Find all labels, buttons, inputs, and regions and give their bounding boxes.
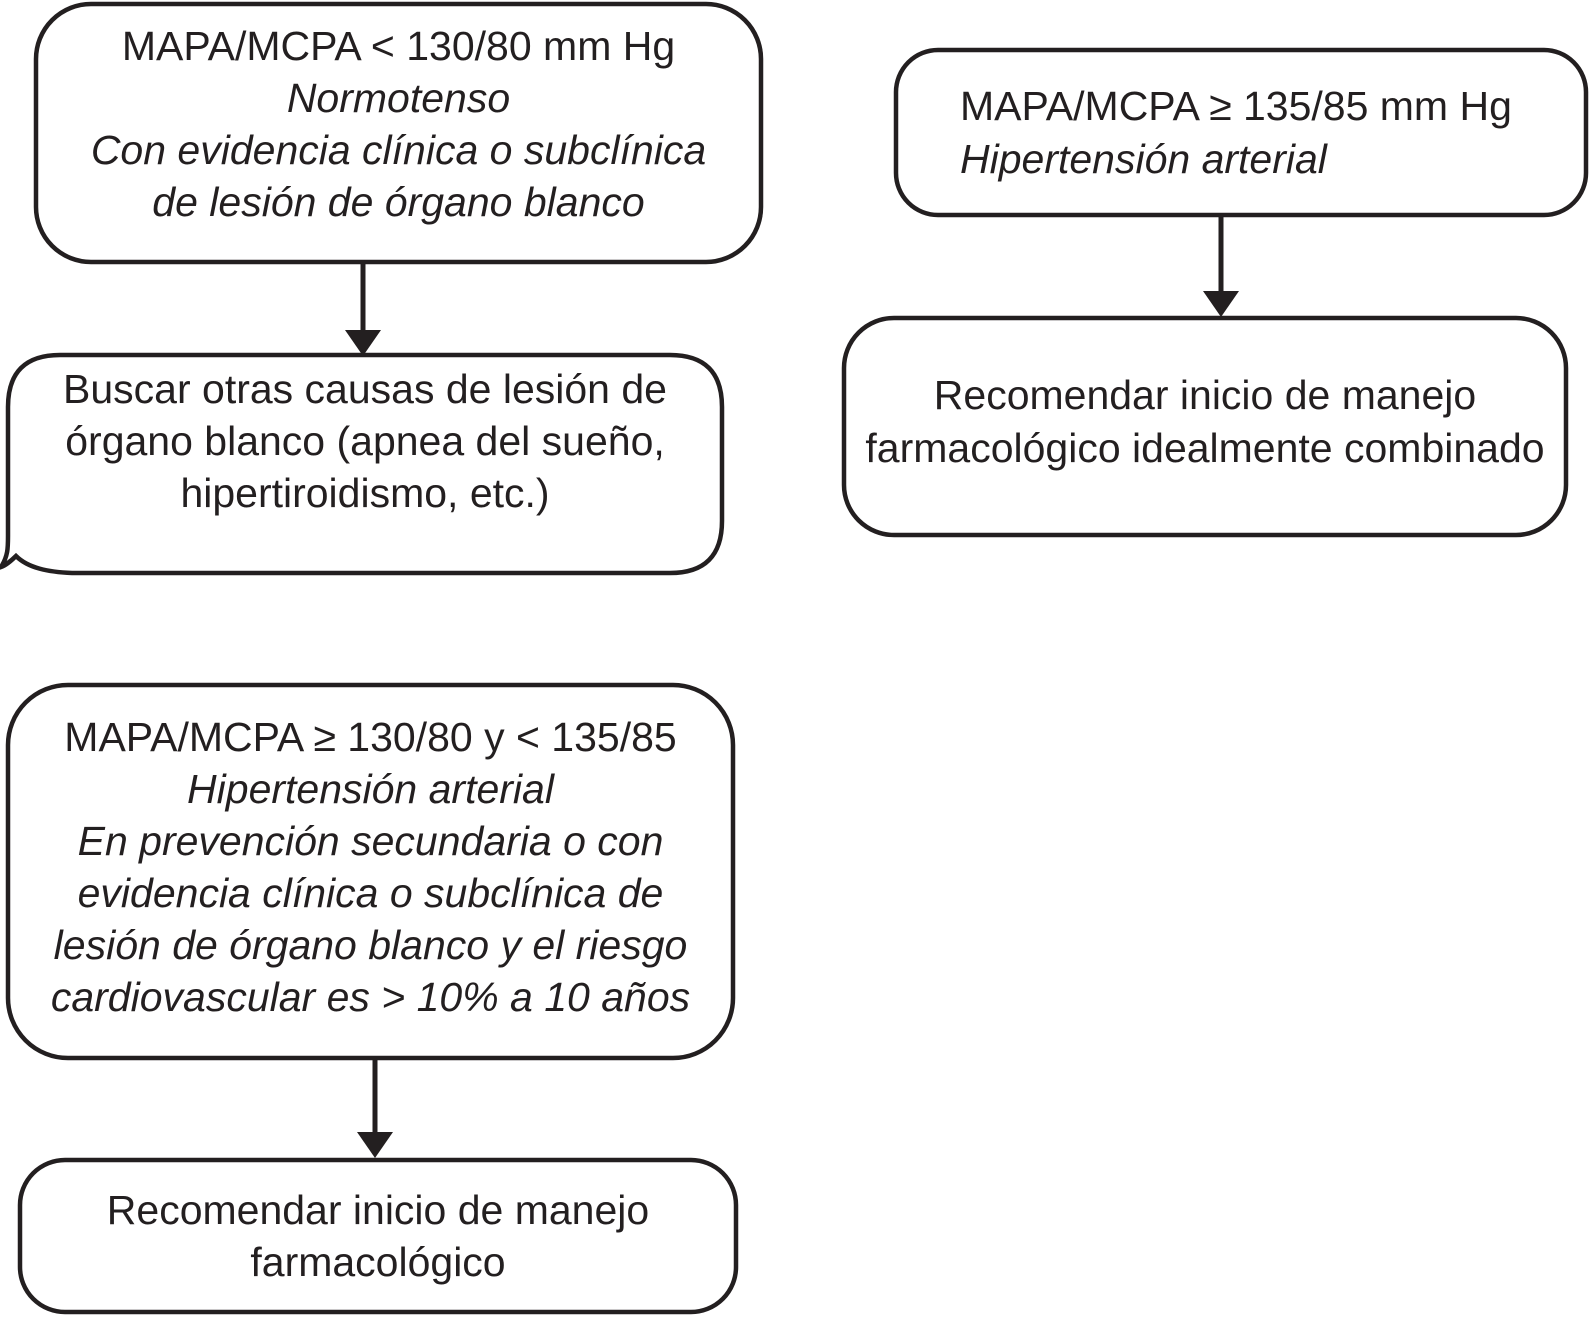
node-normotenso: MAPA/MCPA < 130/80 mm Hg Normotenso Con …	[36, 4, 761, 262]
arrow-hipertension135-to-combinado	[1203, 217, 1239, 317]
node-buscar-otras-causas-box	[0, 352, 725, 576]
node-manejo-combinado-box	[841, 315, 1569, 538]
node-hipertension-135-85: MAPA/MCPA ≥ 135/85 mm Hg Hipertensión ar…	[896, 50, 1586, 215]
node-text-line: farmacológico	[250, 1239, 506, 1285]
node-text-line: MAPA/MCPA ≥ 135/85 mm Hg	[960, 82, 1512, 129]
node-text-line: Recomendar inicio de manejo	[106, 1187, 650, 1233]
node-buscar-otras-causas: Buscar otras causas de lesión de órgano …	[8, 355, 722, 573]
node-text-line: Hipertensión arterial	[187, 765, 554, 812]
node-text-line: cardiovascular es > 10% a 10 años	[50, 973, 691, 1020]
node-hipertension-130-80: MAPA/MCPA ≥ 130/80 y < 135/85 Hipertensi…	[8, 685, 733, 1058]
node-text-line: de lesión de órgano blanco	[152, 179, 645, 225]
node-text-line: farmacológico idealmente combinado	[865, 424, 1545, 471]
node-text-line: Recomendar inicio de manejo	[933, 371, 1477, 418]
node-text-line: lesión de órgano blanco y el riesgo	[53, 921, 688, 968]
node-text-line: Normotenso	[286, 75, 511, 121]
node-text-line: Con evidencia clínica o subclínica	[90, 127, 707, 173]
node-text-line: órgano blanco (apnea del sueño,	[65, 418, 665, 464]
node-text-line: evidencia clínica o subclínica de	[77, 869, 664, 916]
node-text-line: Buscar otras causas de lesión de	[63, 366, 667, 412]
node-normotenso-box	[33, 1, 764, 265]
node-manejo-farmacologico-box	[17, 1157, 739, 1315]
node-text-line: hipertiroidismo, etc.)	[180, 470, 550, 516]
node-text-line: MAPA/MCPA ≥ 130/80 y < 135/85	[64, 713, 677, 760]
arrow-normotenso-to-buscar	[345, 263, 381, 356]
arrow-hipertension130-to-farmacologico	[357, 1059, 393, 1158]
node-manejo-combinado: Recomendar inicio de manejo farmacológic…	[844, 318, 1566, 535]
node-text-line: Hipertensión arterial	[960, 135, 1327, 182]
node-text-line: En prevención secundaria o con	[77, 817, 664, 864]
node-hipertension-135-85-box	[893, 47, 1589, 218]
node-text-line: MAPA/MCPA < 130/80 mm Hg	[121, 23, 676, 69]
node-manejo-farmacologico: Recomendar inicio de manejo farmacológic…	[20, 1160, 736, 1312]
node-hipertension-130-80-box	[5, 682, 736, 1061]
